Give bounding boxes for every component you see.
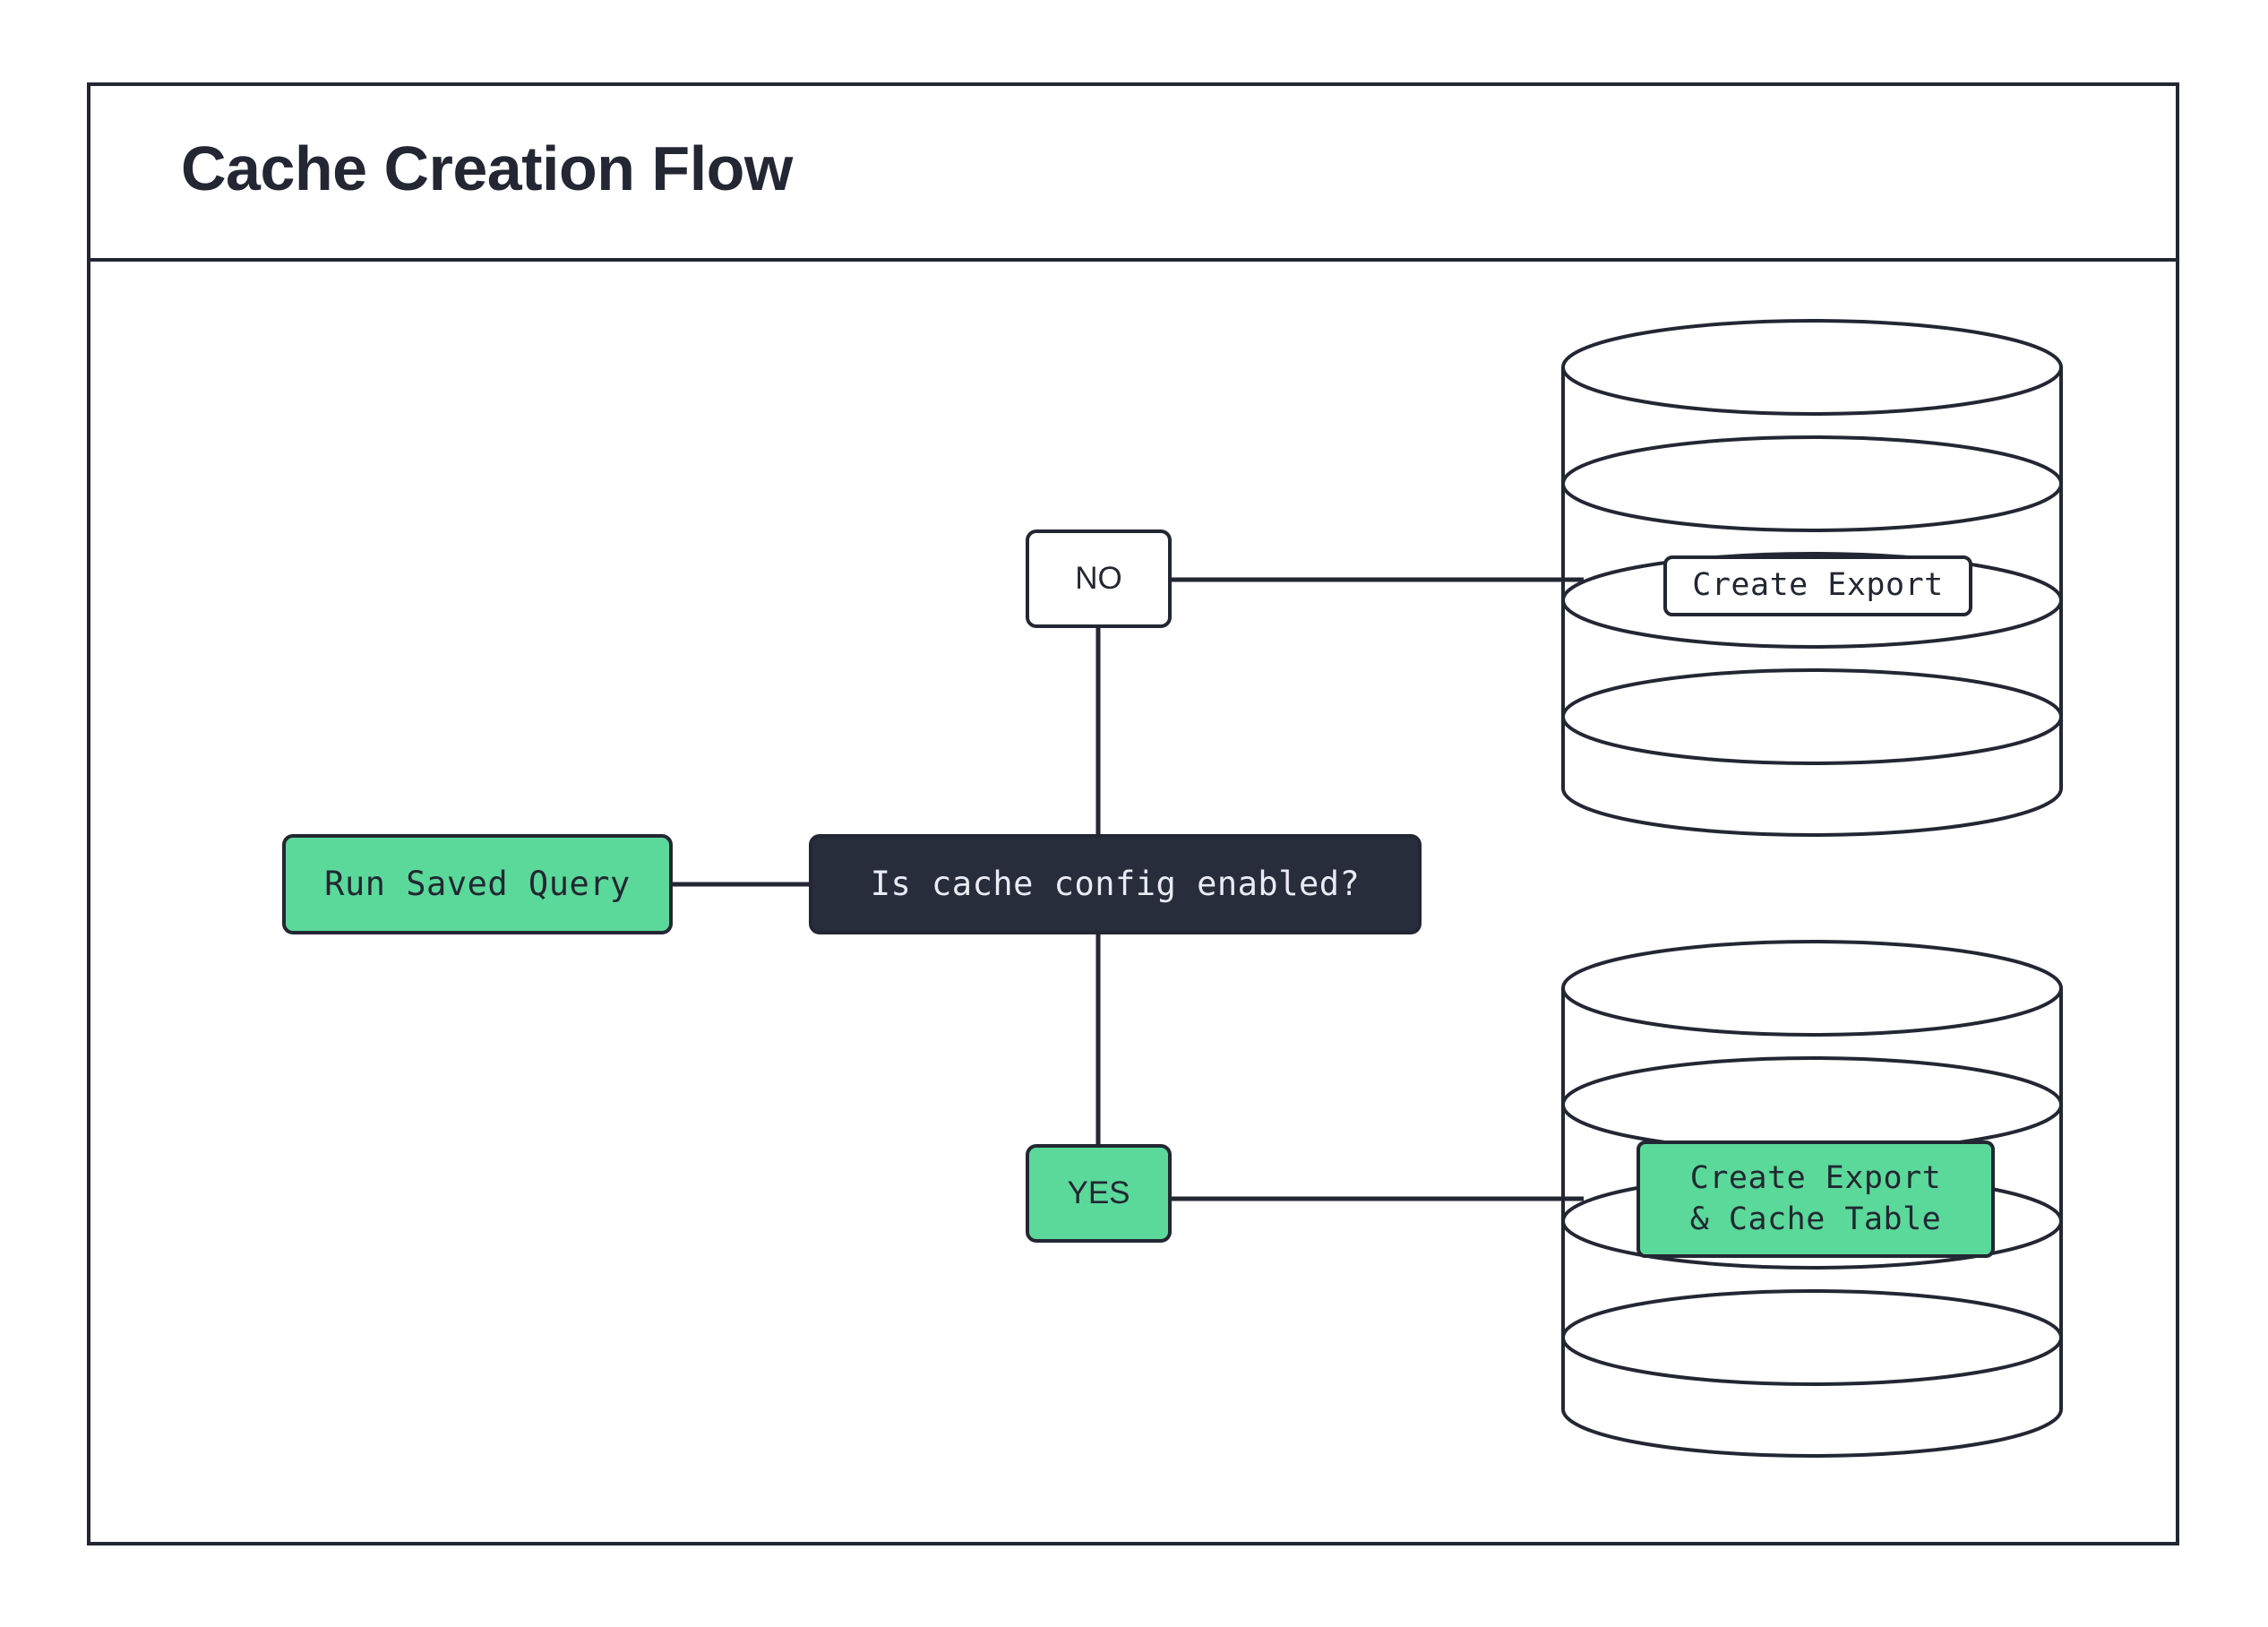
node-label-create-export[interactable]: Create Export (1663, 555, 1972, 616)
page-title: Cache Creation Flow (181, 133, 793, 203)
node-label-create-export-cache-table[interactable]: Create Export & Cache Table (1637, 1141, 1995, 1258)
node-branch-yes[interactable]: YES (1026, 1144, 1172, 1243)
node-branch-no[interactable]: NO (1026, 529, 1172, 628)
diagram-header (90, 86, 2176, 262)
diagram-frame: Cache Creation Flow (87, 82, 2179, 1545)
node-decision-is-cache-config-enabled[interactable]: Is cache config enabled? (809, 834, 1422, 934)
node-run-saved-query[interactable]: Run Saved Query (282, 834, 673, 934)
